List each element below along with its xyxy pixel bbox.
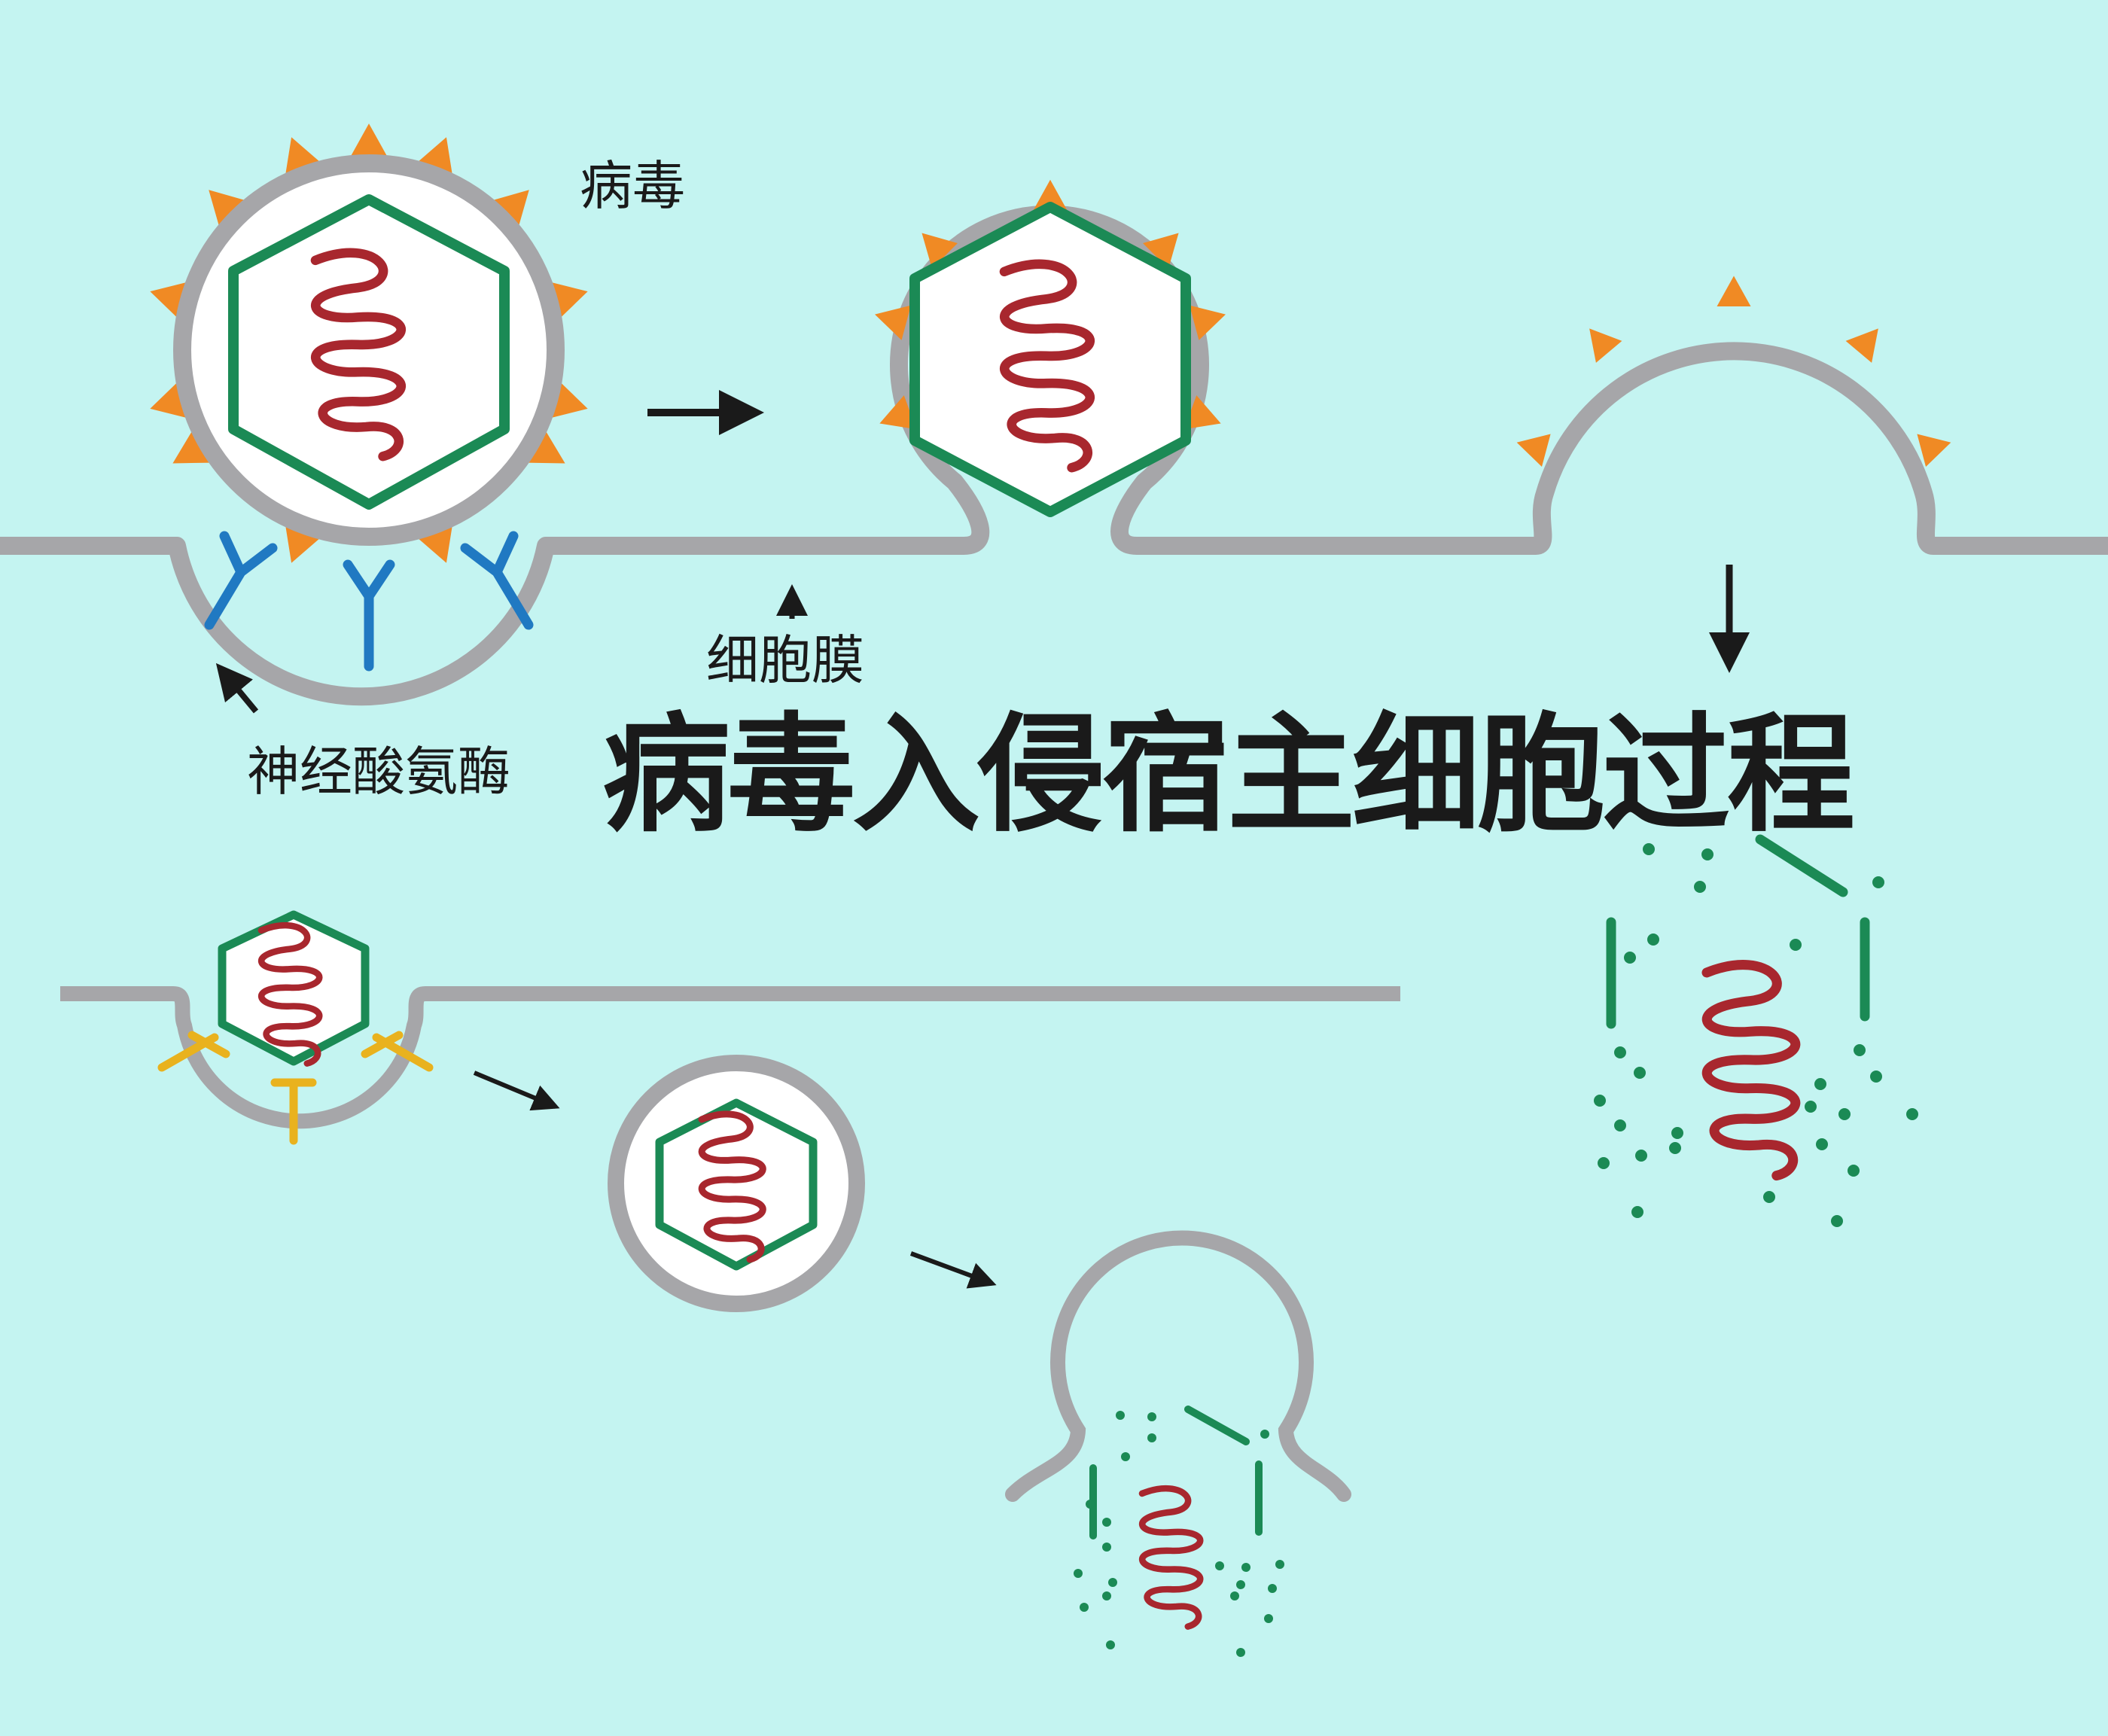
capsid-fragment-dot: [1814, 1078, 1826, 1090]
capsid-fragment-dot: [1634, 1067, 1646, 1079]
capsid-fragment-dot: [1147, 1433, 1156, 1442]
neuraminidase-label: 神经酸氨酶: [247, 741, 510, 803]
spike-protein-icon: [1917, 434, 1951, 467]
spike-protein-icon: [921, 233, 958, 269]
arrow-icon: [215, 662, 259, 714]
spike-protein-icon: [172, 429, 212, 464]
virus-particle-bottom-attaching: [218, 910, 370, 1064]
capsid-fragment-dot: [1694, 881, 1706, 893]
virus-particle-engulfing: [875, 179, 1226, 517]
spike-protein-icon: [349, 123, 388, 158]
virus-particle-attaching: [150, 123, 588, 563]
capsid-fragment-dot: [1631, 1206, 1643, 1218]
capsid-fragment-dot: [1275, 1560, 1284, 1569]
capsid-fragment-dot: [1594, 1095, 1606, 1107]
spike-protein-icon: [879, 395, 917, 430]
capsid-fragment-dot: [1230, 1591, 1239, 1600]
spike-protein-icon: [525, 429, 565, 464]
arrow-icon: [473, 1071, 560, 1111]
capsid-fragment-dot: [1147, 1412, 1156, 1421]
capsid-fragment-dot: [1074, 1569, 1083, 1578]
neuraminidase-receptors: [204, 531, 534, 672]
capsid-fragment-dot: [1848, 1165, 1860, 1177]
endosome-membrane: [1005, 1230, 1351, 1502]
capsid-fragment-dot: [1264, 1614, 1273, 1623]
cell-membrane-top: [0, 205, 2108, 706]
spike-protein-icon: [1183, 395, 1221, 430]
capsid-fragment-dot: [1701, 848, 1714, 860]
spike-protein-icon: [1589, 328, 1622, 363]
spike-protein-icon: [209, 190, 247, 228]
capsid-fragment-dot: [1080, 1603, 1089, 1612]
cell-membrane-label: 细胞膜: [706, 629, 864, 691]
capsid-fragment-dot: [1268, 1584, 1277, 1593]
capsid-fragment-dot: [1647, 933, 1659, 946]
capsid-fragment-dot: [1102, 1543, 1111, 1552]
capsid-fragment-dot: [1215, 1561, 1224, 1570]
capsid-fragment-dot: [1624, 952, 1636, 964]
capsid-fragment-dot: [1102, 1591, 1111, 1600]
spike-protein-icon: [416, 523, 453, 563]
rna-coil-icon: [1142, 1488, 1200, 1626]
spike-protein-icon: [1845, 328, 1878, 363]
virus-vesicle: [608, 1055, 865, 1312]
capsid-fragment-dot: [1790, 939, 1802, 951]
capsid-fragment-dot: [1635, 1150, 1647, 1162]
capsid-fragment-dot: [1614, 1046, 1626, 1058]
spike-protein-icon: [1190, 305, 1226, 340]
rna-coil-icon: [1707, 965, 1796, 1176]
capsid-fragment-dot: [1106, 1640, 1115, 1649]
page-title: 病毒入侵宿主细胞过程: [602, 701, 1855, 850]
capsid-fragment-dot: [1086, 1500, 1095, 1509]
capsid-fragment-dot: [1102, 1518, 1111, 1527]
capsid-fragment-dot: [1831, 1215, 1843, 1227]
capsid-fragment-dot: [1669, 1142, 1681, 1154]
capsid-fragment-dot: [1671, 1127, 1683, 1139]
capsid-fragment-dot: [1121, 1452, 1130, 1461]
spike-protein-icon: [285, 523, 321, 563]
spike-protein-icon: [416, 137, 453, 177]
released-virus-contents-top: [1594, 834, 1918, 1227]
receptors-yellow: [157, 1031, 434, 1145]
capsid-hexagon: [228, 194, 510, 510]
capsid-fragment-dot: [1614, 1119, 1626, 1131]
spike-protein-icon: [875, 305, 911, 340]
process-arrows: [215, 390, 1750, 1289]
capsid-fragment-dot: [1260, 1430, 1269, 1439]
spike-protein-icon: [491, 190, 529, 228]
spike-protein-icon: [1717, 276, 1751, 306]
spike-protein-icon: [285, 137, 321, 177]
capsid-fragment-dot: [1643, 843, 1655, 855]
capsid-fragment-dot: [1236, 1648, 1245, 1657]
spike-protein-icon: [1516, 434, 1551, 467]
capsid-fragment-dot: [1816, 1138, 1828, 1150]
capsid-fragment-dot: [1598, 1157, 1610, 1169]
capsid-fragment-dot: [1116, 1411, 1125, 1420]
spike-protein-icon: [1032, 179, 1068, 212]
capsid-fragment-dot: [1108, 1578, 1117, 1587]
capsid-fragment-dot: [1763, 1191, 1775, 1203]
virus-spikes: [150, 123, 588, 563]
arrow-icon: [909, 1251, 997, 1289]
capsid-fragment-dot: [1854, 1044, 1866, 1056]
cell-membrane-bottom: [60, 986, 1400, 1129]
spike-protein-icon: [1143, 233, 1179, 269]
capsid-fragment-dot: [1236, 1580, 1245, 1589]
released-virus-contents-bottom: [1074, 1406, 1284, 1657]
budding-spikes: [1516, 276, 1951, 467]
virus-label: 病毒: [580, 155, 685, 217]
capsid-fragment-dot: [1906, 1108, 1918, 1120]
capsid-fragment-dot: [1838, 1108, 1851, 1120]
capsid-fragment-dot: [1805, 1101, 1817, 1113]
capsid-fragment-dot: [1872, 876, 1884, 888]
capsid-fragment-dot: [1241, 1563, 1250, 1572]
capsid-fragment-dot: [1870, 1071, 1882, 1083]
